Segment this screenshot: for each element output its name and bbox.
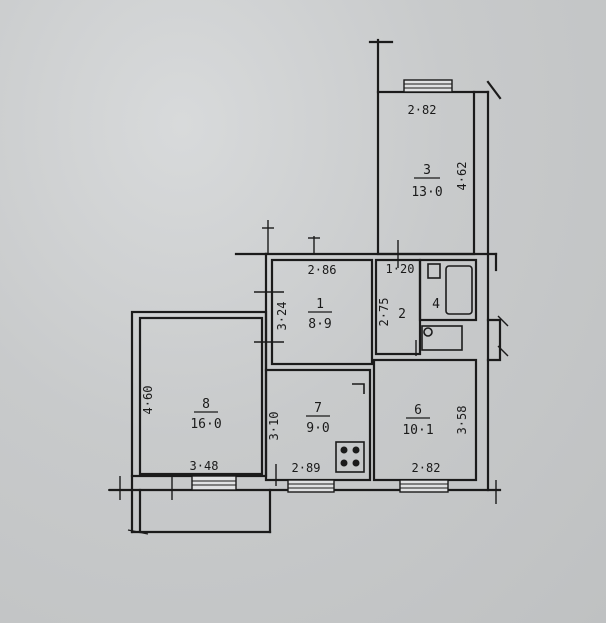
kitchen-sink <box>352 383 365 394</box>
room-6-number: 6 <box>414 403 422 418</box>
room-8-area: 16·0 <box>190 417 221 432</box>
stove-burner-icon <box>352 459 360 467</box>
room-3-number: 3 <box>423 163 431 178</box>
room-8-number: 8 <box>202 397 210 412</box>
sink <box>421 325 463 351</box>
room-7-area: 9·0 <box>306 421 329 436</box>
room-1-width-dim: 2·86 <box>308 263 337 277</box>
window-room-6 <box>399 479 449 493</box>
room-1-depth-dim: 3·24 <box>275 302 289 331</box>
window-room-7 <box>287 479 335 493</box>
room-8-width-dim: 3·48 <box>190 459 219 473</box>
room-2-number: 2 <box>398 307 406 322</box>
room-6-area: 10·1 <box>402 423 433 438</box>
bath-width-dim: 1·20 <box>386 262 415 276</box>
stove-burner-icon <box>340 446 348 454</box>
window-room-8 <box>191 475 237 491</box>
bathtub <box>445 265 473 315</box>
room-6-depth-dim: 3·58 <box>455 406 469 435</box>
room-4-walls <box>418 258 478 322</box>
stove <box>335 441 365 473</box>
room-4-number: 4 <box>432 297 440 312</box>
hall-depth-dim: 2·75 <box>377 298 391 327</box>
axis-tick <box>486 80 502 100</box>
room-3-length-dim: 4·62 <box>455 162 469 191</box>
room-6-width-dim: 2·82 <box>412 461 441 475</box>
room-8-length-dim: 4·60 <box>141 386 155 415</box>
room-8-walls-inner <box>138 316 264 476</box>
stove-burner-icon <box>352 446 360 454</box>
room-7-number: 7 <box>314 401 322 416</box>
window-room-3 <box>403 79 453 93</box>
room-1-area: 8·9 <box>308 317 331 332</box>
room-3-width-dim: 2·82 <box>408 103 437 117</box>
room-7-width-dim: 2·89 <box>292 461 321 475</box>
stove-burner-icon <box>340 459 348 467</box>
room-7-depth-dim: 3·10 <box>267 412 281 441</box>
room-3-area: 13·0 <box>411 185 442 200</box>
room-1-walls <box>270 258 374 366</box>
toilet-icon <box>423 327 433 337</box>
room-1-number: 1 <box>316 297 324 312</box>
niche-wall <box>486 318 502 362</box>
bath-fixture <box>427 263 441 279</box>
